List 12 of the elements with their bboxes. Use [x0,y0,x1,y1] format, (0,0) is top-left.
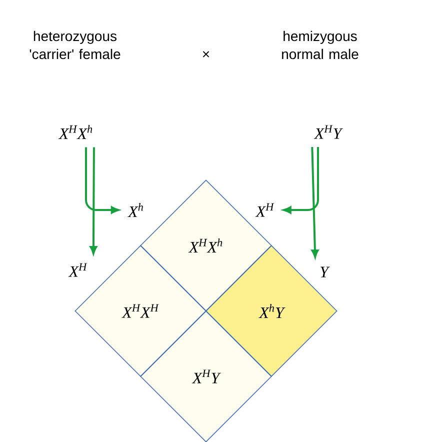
heading-text: hemizygous normal male [282,30,358,60]
arrow [85,147,120,214]
genotype-text: X$^{H}$Y [314,125,344,139]
arrow [311,146,319,258]
gamete-text: Y [320,266,330,278]
arrow [90,147,98,254]
heading-text: × [202,51,210,58]
genotype-text: X$^{H}$X$^{h}$ [58,124,92,140]
arrow [283,147,319,214]
heading-text: heterozygous 'carrier' female [30,30,120,60]
gamete-text: X$^{H}$ [255,203,274,217]
gamete-text: X$^{h}$ [128,202,143,218]
